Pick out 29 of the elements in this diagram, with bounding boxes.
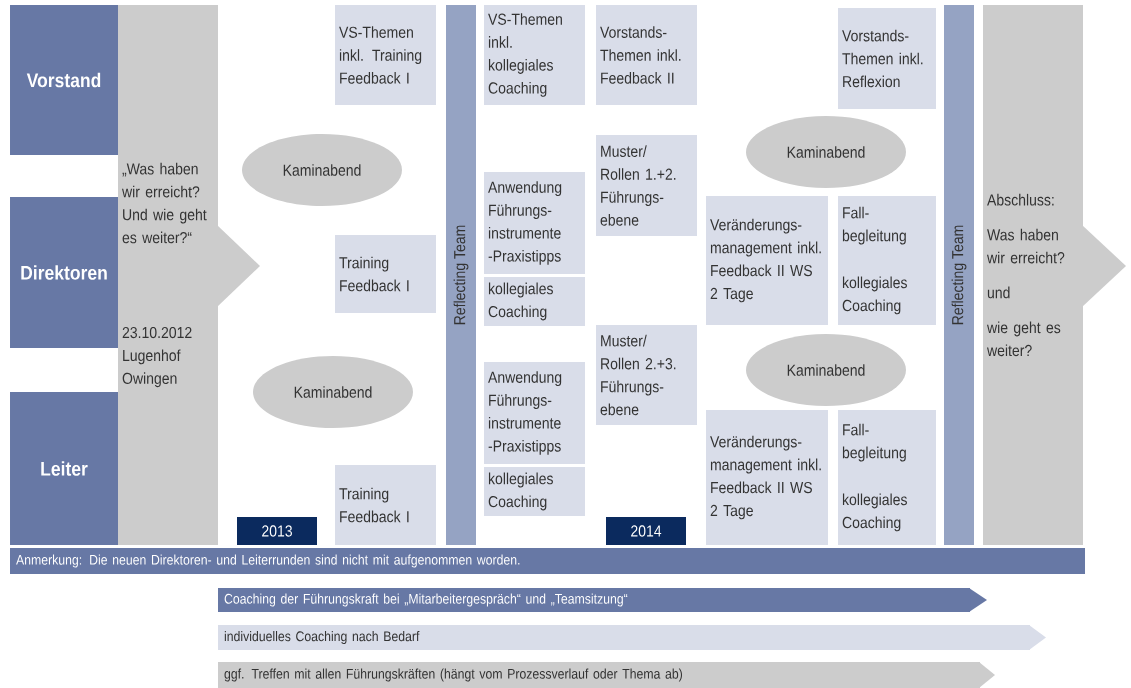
vertical-bar: Reflecting Team bbox=[446, 5, 476, 545]
chevron-band: Abschluss: Was haben wir erreicht? und wie geht es weiter? bbox=[983, 5, 1126, 545]
row-label: Direktoren bbox=[10, 197, 118, 348]
process-box: kollegiales Coaching bbox=[484, 277, 585, 326]
year-badge: 2013 bbox=[237, 517, 317, 545]
process-box: Vorstands- Themen inkl. Feedback II bbox=[596, 5, 697, 105]
chevron-band: „Was haben wir erreicht? Und wie geht es weiter?“ 23.10.2012 Lugenhof Owingen bbox=[118, 5, 260, 545]
process-box: VS-Themen inkl. Training Feedback I bbox=[335, 5, 436, 105]
process-box: VS-Themen inkl. kollegiales Coaching bbox=[484, 5, 585, 105]
process-box: Muster/ Rollen 1.+2. Führungs- ebene bbox=[596, 135, 697, 236]
process-box: Anwendung Führungs- instrumente -Praxistipps bbox=[484, 362, 585, 464]
arrow-band: Coaching der Führungskraft bei „Mitarbeitergespräch“ und „Teamsitzung“ bbox=[218, 588, 987, 612]
process-box: Fall- begleitung kollegiales Coaching bbox=[838, 196, 936, 325]
process-box: Training Feedback I bbox=[335, 465, 436, 545]
process-box: kollegiales Coaching bbox=[484, 467, 585, 516]
process-box: Muster/ Rollen 2.+3. Führungs- ebene bbox=[596, 325, 697, 425]
process-box: Veränderungs- management inkl. Feedback II WS 2 Tage bbox=[706, 410, 828, 545]
row-label: Leiter bbox=[10, 392, 118, 545]
arrow-band: ggf. Treffen mit allen Führungskräften (hängt vom Prozessverlauf oder Thema ab) bbox=[218, 662, 995, 688]
arrow-band: individuelles Coaching nach Bedarf bbox=[218, 625, 1046, 650]
year-badge: 2014 bbox=[606, 517, 686, 545]
process-box: Veränderungs- management inkl. Feedback II WS 2 Tage bbox=[706, 196, 828, 325]
row-label: Vorstand bbox=[10, 5, 118, 155]
process-box: Anwendung Führungs- instrumente -Praxistipps bbox=[484, 172, 585, 274]
note-bar: Anmerkung: Die neuen Direktoren- und Leiterrunden sind nicht mit aufgenommen worden. bbox=[10, 548, 1085, 574]
vertical-bar: Reflecting Team bbox=[944, 5, 974, 545]
process-box: Vorstands- Themen inkl. Reflexion bbox=[838, 8, 936, 109]
process-box: Fall- begleitung kollegiales Coaching bbox=[838, 410, 936, 545]
process-box: Training Feedback I bbox=[335, 235, 436, 313]
